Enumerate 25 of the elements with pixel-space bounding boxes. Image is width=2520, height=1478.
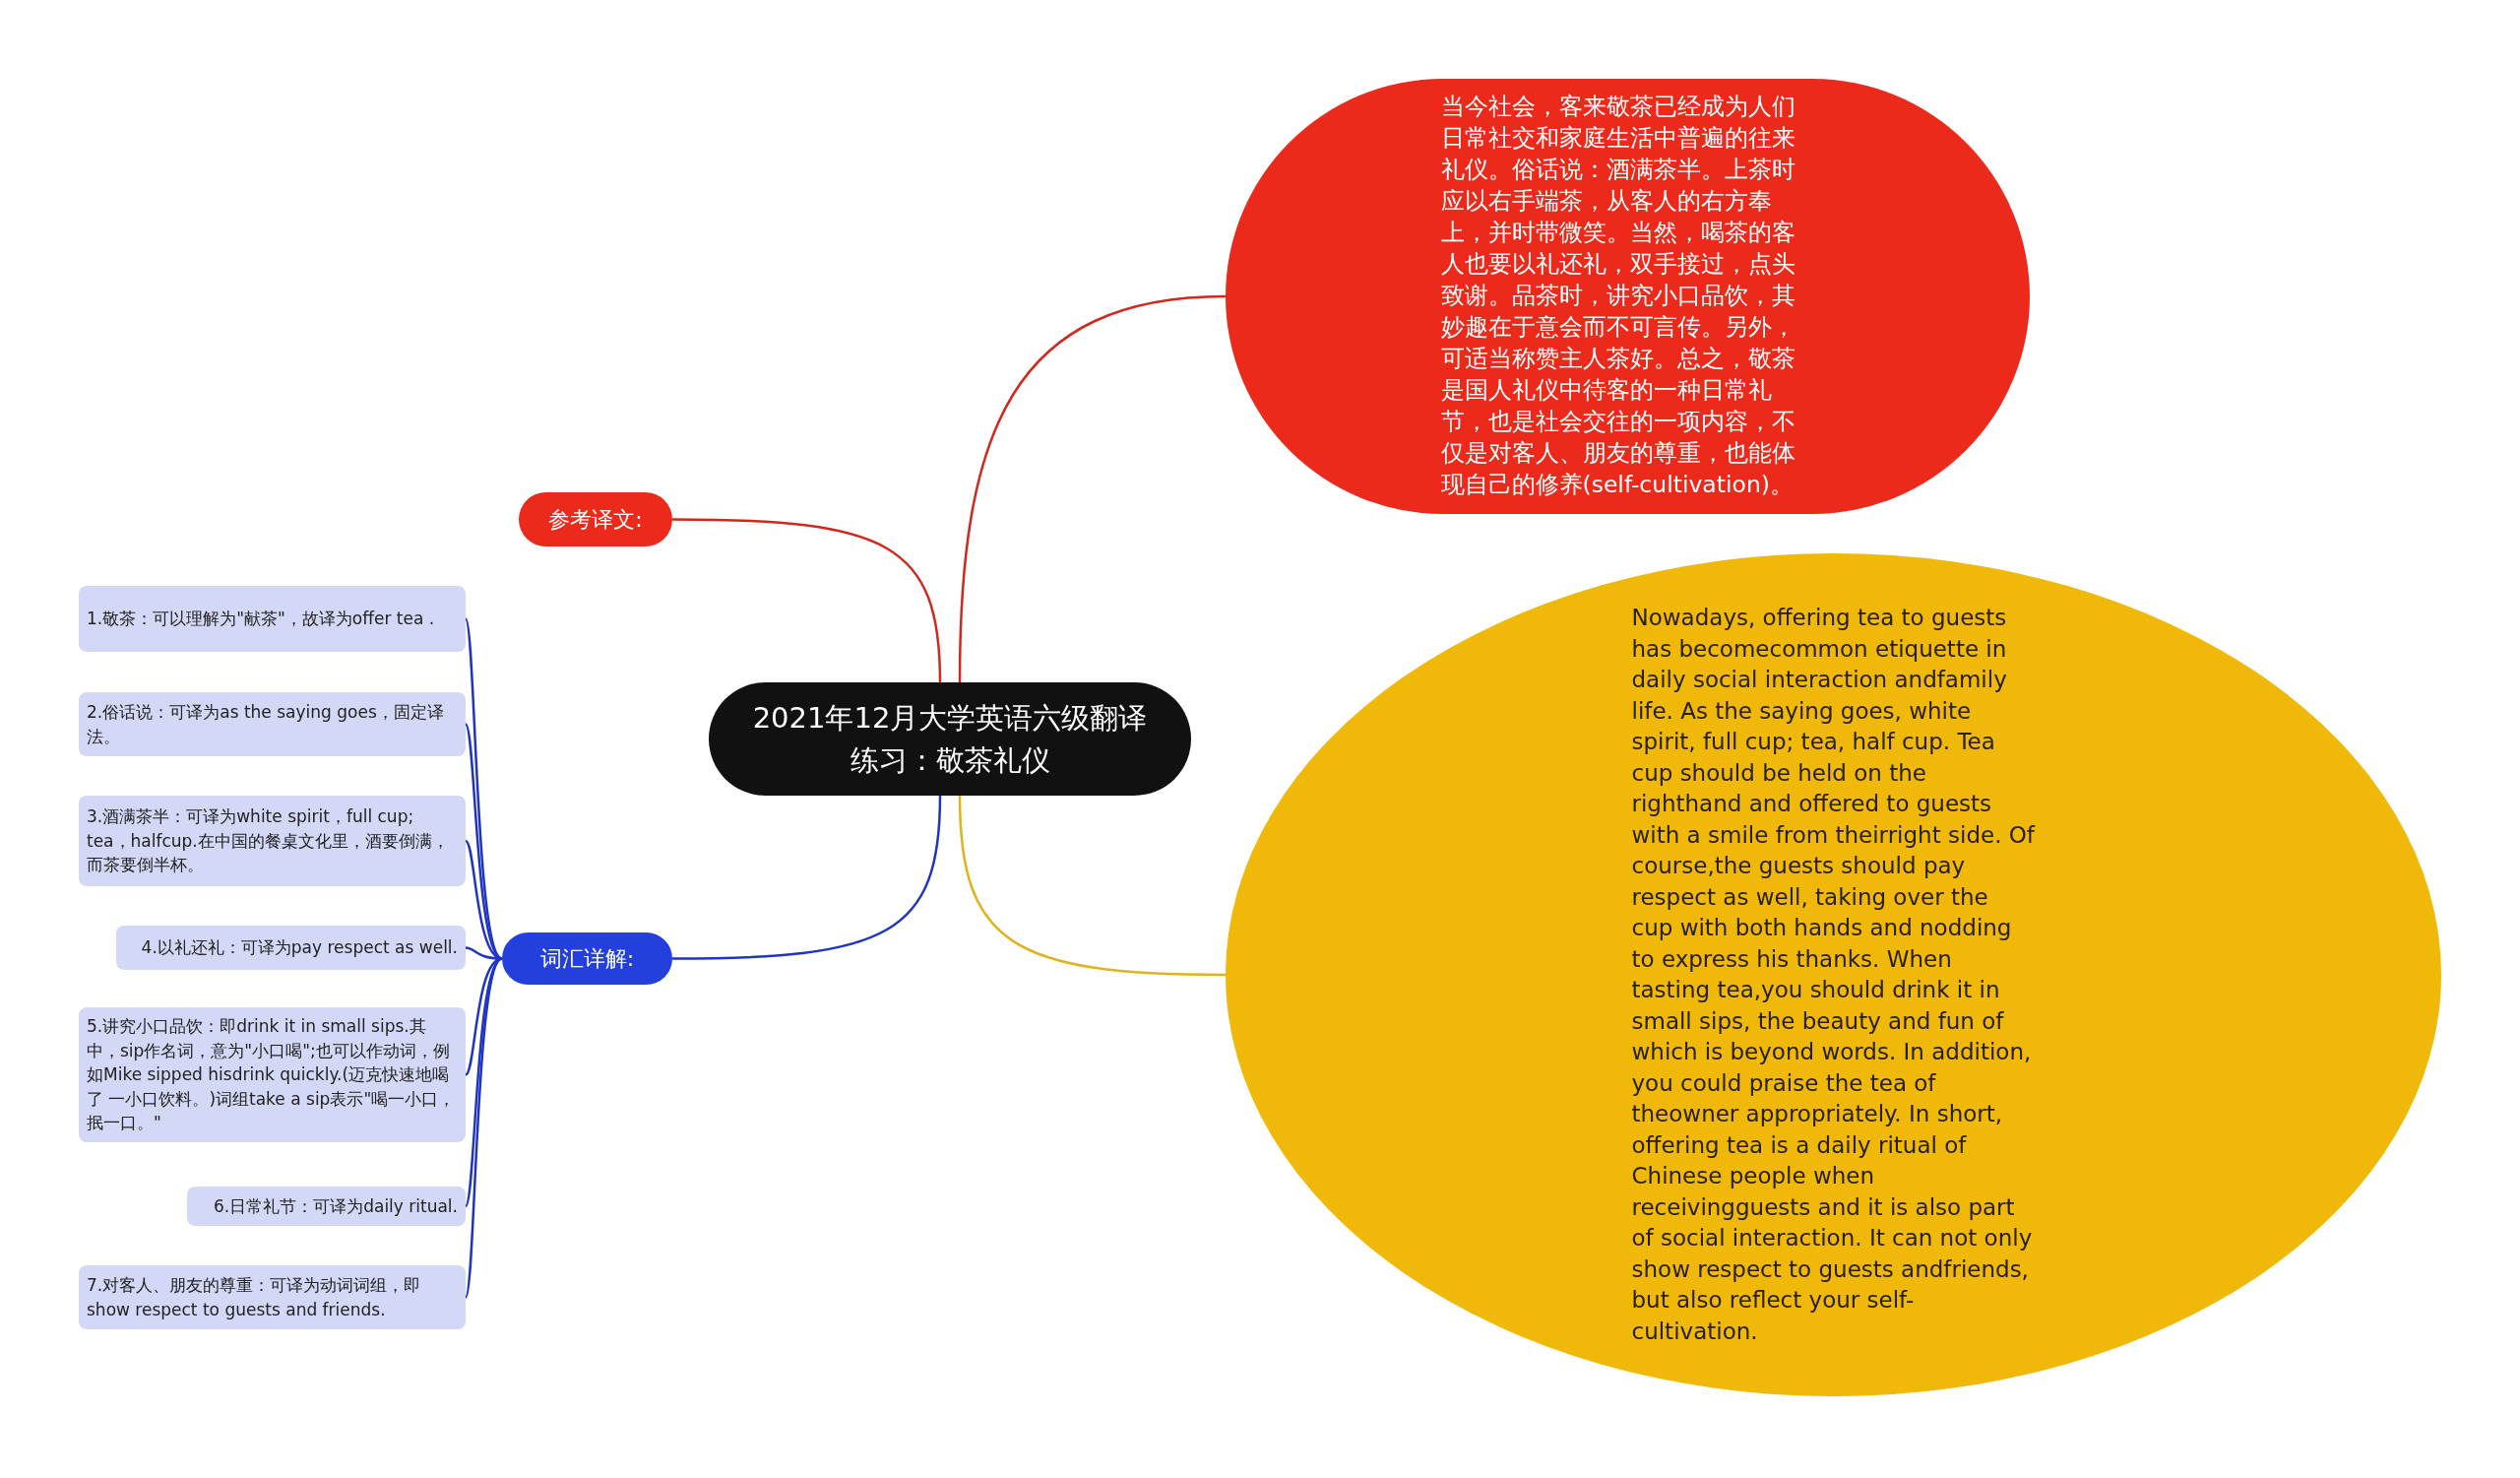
note-card bbox=[116, 926, 466, 970]
node-text: 3.酒满茶半：可译为white spirit，full cup; tea，halfcup.在中国的餐桌文化里，酒要倒满，而茶要倒半杯。 bbox=[87, 805, 450, 877]
node-text: 6.日常礼节：可译为daily ritual. bbox=[212, 1194, 458, 1218]
node-text: 2.俗话说：可译为as the saying goes，固定译法。 bbox=[87, 700, 445, 748]
node-text: 5.讲究小口品饮：即drink it in small sips.其中，sip作名词，意为"小口喝";也可以作动词，例如Mike sipped hisdrink quickly.(迈克快速地喝了 一小口饮料。)词组take a sip表示"喝一小口，抿一口。" bbox=[87, 1014, 457, 1135]
connector-line bbox=[672, 518, 942, 683]
node-text: 当今社会，客来敬茶已经成为人们日常社交和家庭生活中普遍的往来礼仪。俗话说：酒满茶半。上茶时应以右手端茶，从客人的右方奉上，并时带微笑。当然，喝茶的客人也要以礼还礼，双手接过，点头致谢。品茶时，讲究小口品饮，其妙趣在于意会而不可言传。另外，可适当称赞主人茶好。总之，敬茶是国人礼仪中待客的一种日常礼节，也是社会交往的一项内容，不仅是对客人、朋友的尊重，也能体现自己的修养(self-cultivation)。 bbox=[1440, 92, 1796, 500]
branch-topic bbox=[519, 492, 672, 546]
note-card bbox=[79, 692, 466, 756]
connector-line bbox=[672, 795, 942, 960]
node-text: Nowadays, offering tea to guests has becomecommon etiquette in daily social interaction andfamily life. As the saying goes, white spirit, full cup; tea, half cup. Tea cup should be held on the righthand and offered to guests with a smile from theirright side. Of course,the guests should pay respect as well, taking over the cup with both hands and nodding to express his thanks. When tasting tea,you should drink it in small sips, the beauty and fun of which is beyond words. In addition, you could praise the tea of theowner appropriately. In short, offering tea is a daily ritual of Chinese people when receivingguests and it is also part of social interaction. It can not only show respect to guests andfriends, but also reflect your self-cultivation. bbox=[1631, 604, 2036, 1346]
node-text: 词汇详解: bbox=[539, 944, 635, 973]
note-card bbox=[79, 1265, 466, 1329]
note-card bbox=[79, 796, 466, 886]
branch-topic bbox=[502, 932, 672, 985]
note-card bbox=[79, 586, 466, 652]
node-text: 7.对客人、朋友的尊重：可译为动词词组，即show respect to guests and friends. bbox=[87, 1273, 422, 1321]
node-text: 2021年12月大学英语六级翻译练习：敬茶礼仪 bbox=[751, 700, 1149, 779]
node-text: 1.敬茶：可以理解为"献茶"，故译为offer tea . bbox=[87, 608, 435, 631]
connector-line bbox=[464, 957, 503, 1298]
connector-line bbox=[958, 795, 1226, 977]
note-card bbox=[187, 1187, 466, 1226]
connector-line bbox=[958, 294, 1227, 683]
node-text: 4.以礼还礼：可译为pay respect as well. bbox=[140, 936, 458, 960]
node-text: 参考译文: bbox=[548, 505, 643, 534]
